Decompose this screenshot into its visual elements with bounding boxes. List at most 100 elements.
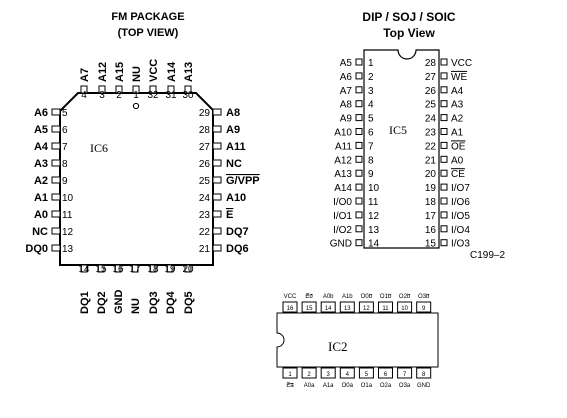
dip-left-pin-number: 6 [368,128,374,139]
fm-left-pin [51,210,61,218]
ic2-chip-label: IC2 [328,339,348,354]
ic2-bottom-pin-number: 3 [327,372,331,378]
ic2-top-pin-number: 10 [401,306,408,312]
dip-left-pin-number: 2 [368,72,374,83]
dip-left-pin-number: 7 [368,141,374,152]
fm-bottom-pin [97,264,105,273]
fm-bottom-pin [184,264,192,273]
ic2-bottom-pin-name: O1a [361,383,373,389]
dip-left-pin-number: 9 [368,169,374,180]
ic2-bottom-pin-number: 4 [346,372,350,378]
dip-left-pin-name: A8 [340,100,353,111]
dip-right-pin-name: CE [451,169,465,180]
dip-right-pin-number: 25 [425,100,437,111]
dip-left-pin-number: 10 [368,183,380,194]
dip-left-pin [355,128,363,135]
fm-subtitle: (TOP VIEW) [118,27,179,39]
ic2-bottom-pin [339,367,355,379]
fm-top-pin-number: 1 [133,90,139,101]
dip-right-pin-name: A1 [451,128,464,139]
ic2-top-pin [378,301,393,313]
fm-bottom-pin-name: DQ2 [96,291,108,314]
fm-right-pin-name: NC [226,158,242,170]
ic2-top-pin-number: 11 [382,306,389,312]
dip-right-pin-number: 17 [425,211,437,222]
dip-left-pin-number: 3 [368,86,374,97]
fm-bottom-pin [149,264,157,273]
dip-right-pin-name: I/O3 [451,239,470,250]
fm-top-pin-name: A13 [183,62,195,82]
dip-right-pin-number: 26 [425,86,437,97]
ic2-bottom-pin-name: O2a [380,383,392,389]
ic2-package: IC216VCC15Eb14A0b13A1b12O0b11O1b10O2b9O3… [276,294,439,389]
ic2-bottom-pin-name: O3a [399,383,411,389]
dip-right-pin-name: OE [451,141,466,152]
dip-left-pin [355,225,363,233]
fm-top-pin-name: VCC [148,59,160,82]
dip-right-pin-number: 27 [425,72,437,83]
fm-right-pin-name: E [226,209,233,221]
dip-left-pin [355,72,363,80]
dip-chip-body [363,49,440,249]
ic2-top-pin-name: O2b [399,294,411,300]
ic2-chip-body [276,312,439,368]
dip-left-pin-name: A6 [340,72,353,83]
fm-left-pin-name: A5 [34,124,48,136]
ic2-top-pin-name: A0b [323,294,334,300]
ic2-top-pin [320,301,336,313]
fm-left-pin-number: 11 [62,210,73,221]
dip-right-pin [440,128,448,135]
dip-left-pin [355,169,363,177]
dip-right-pin [440,141,448,149]
fm-right-pin-number: 27 [199,142,211,153]
fm-bottom-pin-number: 20 [182,264,194,275]
fm-left-pin [51,176,61,184]
fm-right-pin [212,159,222,167]
ic2-bottom-pin-name: A1a [323,383,334,389]
ic2-top-pin-name: VCC [284,294,297,300]
dip-left-pin-number: 8 [368,155,374,166]
ic2-bottom-pin-name: Ea [286,383,294,389]
fm-top-pin [184,85,192,94]
fm-top-pin [149,85,157,94]
fm-right-pin [212,108,222,116]
dip-right-pin-name: A3 [451,100,464,111]
ic2-top-pin [339,301,355,313]
dip-left-pin [355,155,363,163]
ic2-top-pin [301,301,317,313]
dip-right-pin-number: 20 [425,169,437,180]
fm-right-pin-name: G/VPP [226,175,260,187]
dip-right-pin [440,225,448,233]
dip-left-pin-number: 13 [368,225,380,236]
fm-left-pin-number: 8 [62,159,68,170]
ic2-bottom-pin-name: A0a [304,383,315,389]
ic2-bottom-pin [301,367,317,379]
fm-bottom-pin-number: 16 [112,264,124,275]
fm-left-pin-name: A0 [34,209,48,221]
fm-top-pin-number: 30 [182,90,194,101]
ic2-top-pin-name: A1b [342,294,353,300]
dip-right-pin-number: 18 [425,197,437,208]
ic2-bottom-pin [320,367,336,379]
dip-left-pin-name: A14 [334,183,352,194]
fm-bottom-pin [166,264,174,273]
dip-left-pin-name: A13 [334,169,352,180]
fm-right-pin-number: 26 [199,159,211,170]
fm-package: FM PACKAGE(TOP VIEW)IC64A73A122A151NU32V… [25,11,259,314]
dip-right-pin-name: A0 [451,155,464,166]
dip-chip-label: IC5 [389,123,407,137]
dip-left-pin-number: 11 [368,197,379,208]
fm-right-pin-name: A9 [226,124,240,136]
fm-left-pin [51,125,61,133]
fm-left-pin-name: A1 [34,192,48,204]
dip-right-pin-number: 24 [425,114,437,125]
fm-left-pin-name: A4 [34,141,49,153]
ic2-top-pin [397,301,413,313]
ic2-top-pin-name: O1b [380,294,392,300]
dip-right-pin [440,169,448,177]
fm-left-pin-number: 10 [62,193,74,204]
fm-top-pin-number: 3 [99,90,105,101]
ic2-bottom-pin [397,367,413,379]
fm-left-pin-number: 13 [62,244,74,255]
